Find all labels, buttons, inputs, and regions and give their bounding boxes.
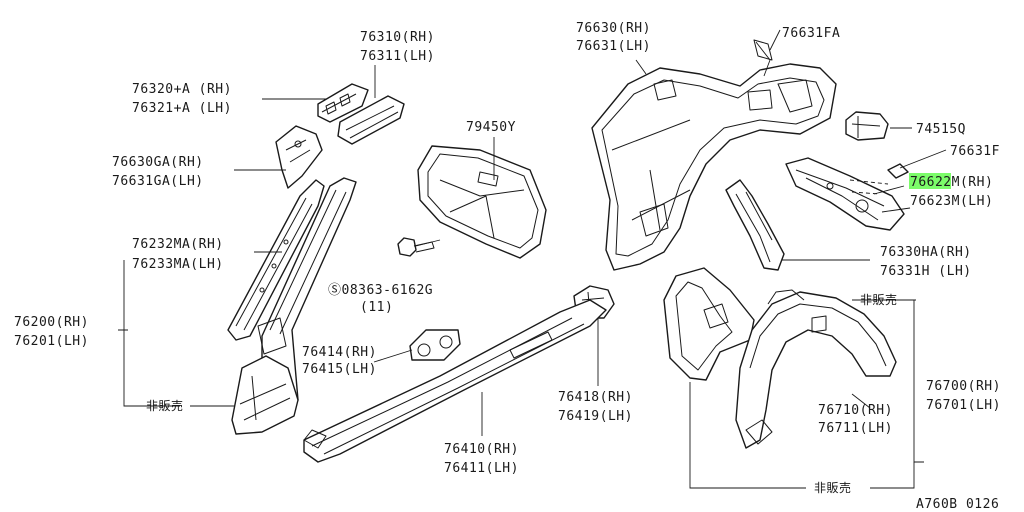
- svg-text:76233MA(LH): 76233MA(LH): [132, 257, 224, 272]
- svg-text:76321+A (LH): 76321+A (LH): [132, 101, 232, 116]
- svg-text:76200(RH): 76200(RH): [14, 315, 89, 330]
- label-76630: 76630(RH) 76631(LH): [576, 21, 651, 54]
- part-76200-pillar-assembly: [231, 177, 357, 435]
- part-bolt-08363: [397, 237, 435, 257]
- highlight-mark: [909, 173, 951, 189]
- svg-text:76700(RH): 76700(RH): [926, 379, 1001, 394]
- svg-text:76623M(LH): 76623M(LH): [910, 194, 993, 209]
- part-79450y-cover: [417, 145, 547, 259]
- part-76330ha-brace: [725, 179, 785, 271]
- part-76700-wheelhouse: [735, 289, 897, 449]
- label-76631fa: 76631FA: [782, 26, 840, 41]
- svg-text:76330HA(RH): 76330HA(RH): [880, 245, 972, 260]
- label-not-for-sale-top: 非販売: [860, 292, 898, 307]
- svg-text:76631GA(LH): 76631GA(LH): [112, 174, 204, 189]
- svg-text:76419(LH): 76419(LH): [558, 409, 633, 424]
- label-not-for-sale-left: 非販売: [146, 398, 184, 413]
- label-76320: 76320+A (RH) 76321+A (LH): [132, 82, 232, 116]
- label-74515q: 74515Q: [916, 122, 966, 137]
- label-not-for-sale-bottom: 非販売: [814, 480, 852, 495]
- part-76630ga-gusset: [275, 125, 323, 189]
- label-bolt-08363: Ⓢ08363-6162G (11): [328, 283, 433, 315]
- label-76710: 76710(RH) 76711(LH): [818, 403, 893, 436]
- part-76320-bracket: [317, 83, 369, 123]
- figure-code: A760B 0126: [916, 497, 999, 512]
- part-76414-reinforcement: [409, 329, 461, 361]
- svg-text:76201(LH): 76201(LH): [14, 334, 89, 349]
- svg-text:76631(LH): 76631(LH): [576, 39, 651, 54]
- svg-text:76415(LH): 76415(LH): [302, 362, 377, 377]
- svg-text:76410(RH): 76410(RH): [444, 442, 519, 457]
- svg-text:76232MA(RH): 76232MA(RH): [132, 237, 224, 252]
- svg-text:76630GA(RH): 76630GA(RH): [112, 155, 204, 170]
- label-76700: 76700(RH) 76701(LH): [926, 379, 1001, 413]
- label-76630ga: 76630GA(RH) 76631GA(LH): [112, 155, 204, 189]
- label-79450y: 79450Y: [466, 120, 516, 135]
- svg-text:76701(LH): 76701(LH): [926, 398, 1001, 413]
- label-76410: 76410(RH) 76411(LH): [444, 442, 519, 476]
- label-76414: 76414(RH) 76415(LH): [302, 345, 377, 377]
- label-76330ha: 76330HA(RH) 76331H (LH): [880, 245, 972, 279]
- label-76631f: 76631F: [950, 144, 1000, 159]
- svg-text:Ⓢ08363-6162G: Ⓢ08363-6162G: [328, 283, 433, 298]
- svg-text:76622M(RH): 76622M(RH): [910, 175, 993, 190]
- svg-text:76418(RH): 76418(RH): [558, 390, 633, 405]
- svg-text:76310(RH): 76310(RH): [360, 30, 435, 45]
- part-76410-sill: [303, 299, 607, 463]
- svg-text:(11): (11): [360, 300, 393, 315]
- part-76630-rear-panel: [591, 63, 837, 271]
- label-76232ma: 76232MA(RH) 76233MA(LH): [132, 237, 224, 272]
- label-76310: 76310(RH) 76311(LH): [360, 30, 435, 64]
- svg-text:76711(LH): 76711(LH): [818, 421, 893, 436]
- svg-text:76320+A (RH): 76320+A (RH): [132, 82, 232, 97]
- part-76622-bracket: [785, 157, 905, 231]
- part-76232ma-pillar: [227, 179, 325, 341]
- part-wheelhouse-outer: [663, 267, 755, 381]
- label-76622: 76622M(RH) 76623M(LH): [909, 173, 993, 209]
- label-76200: 76200(RH) 76201(LH): [14, 315, 89, 349]
- svg-text:76630(RH): 76630(RH): [576, 21, 651, 36]
- label-76418: 76418(RH) 76419(LH): [558, 390, 633, 424]
- svg-text:76414(RH): 76414(RH): [302, 345, 377, 360]
- svg-text:76311(LH): 76311(LH): [360, 49, 435, 64]
- svg-text:76411(LH): 76411(LH): [444, 461, 519, 476]
- part-76631f-plate: [887, 163, 909, 179]
- svg-text:76331H (LH): 76331H (LH): [880, 264, 972, 279]
- svg-text:76710(RH): 76710(RH): [818, 403, 893, 418]
- part-76310-rail: [337, 95, 405, 145]
- part-74515q-bracket: [845, 111, 889, 141]
